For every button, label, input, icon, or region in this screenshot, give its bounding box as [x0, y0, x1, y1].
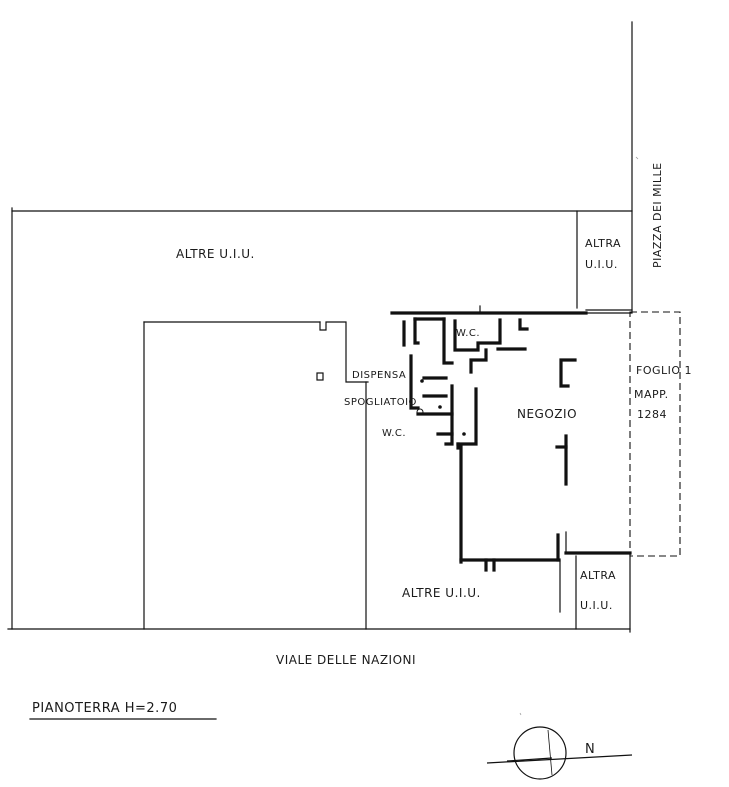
label-spogliatoio: SPOGLIATOIO: [344, 397, 417, 408]
bottom-right-neighbour: [559, 555, 577, 630]
label-altre-uiu-top: ALTRE U.I.U.: [176, 247, 255, 261]
label-foglio: FOGLIO 1: [636, 364, 692, 377]
label-mapp-number: 1284: [637, 408, 667, 421]
drawing-title: PIANOTERRA H=2.70: [32, 701, 177, 716]
label-altra-top-2: U.I.U.: [585, 258, 618, 271]
label-wc-top: W.C.: [456, 328, 480, 339]
north-symbol: [486, 726, 633, 780]
label-mapp: MAPP.: [634, 388, 669, 401]
left-neighbour-lot: [143, 321, 369, 630]
label-wc-left: W.C.: [382, 428, 406, 439]
site-boundary: [7, 21, 633, 633]
label-altra-bottom-1: ALTRA: [580, 569, 616, 582]
north-label: N: [585, 742, 595, 757]
label-altra-bottom-2: U.I.U.: [580, 599, 613, 612]
shop-walls: [390, 305, 632, 572]
label-dispensa: DISPENSA: [352, 370, 406, 381]
cadastral-outline: [629, 311, 681, 557]
label-viale-delle-nazioni: VIALE DELLE NAZIONI: [276, 653, 416, 667]
label-altre-uiu-bottom: ALTRE U.I.U.: [402, 586, 481, 600]
label-altra-top-1: ALTRA: [585, 237, 621, 250]
pencil-marks: [519, 156, 639, 716]
label-piazza-dei-mille: PIAZZA DEI MILLE: [651, 162, 664, 268]
label-negozio: NEGOZIO: [517, 407, 577, 421]
altra-top-unit: [576, 210, 633, 314]
